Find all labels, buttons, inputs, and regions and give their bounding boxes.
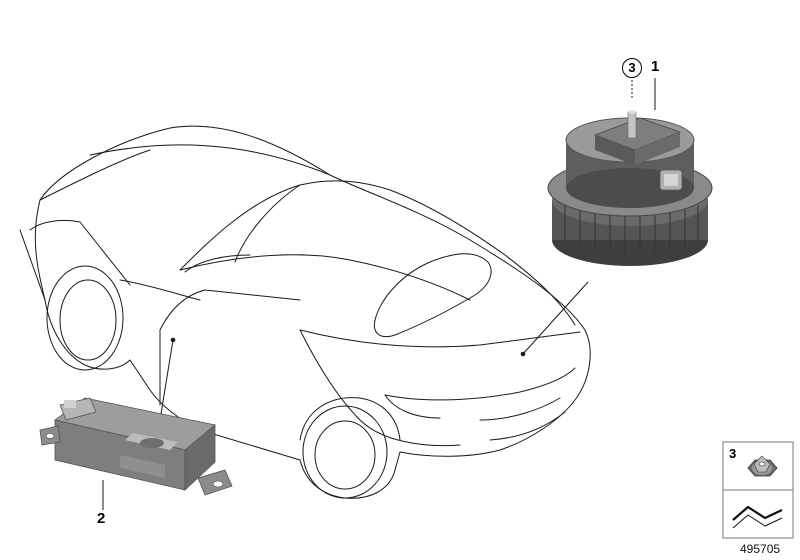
siren-unit-icon (547, 110, 713, 266)
hex-nut-icon (747, 455, 778, 477)
legend-panel (722, 441, 794, 539)
legend-item-3-label: 3 (729, 446, 737, 461)
sensor-module-icon (39, 397, 233, 496)
callout-part-2: 2 (97, 510, 106, 527)
callout-part-1: 1 (651, 58, 660, 75)
leader-lines (102, 78, 656, 510)
catalog-number: 495705 (740, 542, 781, 556)
callout-part-3-circled: 3 (622, 58, 642, 78)
car-outline-icon (19, 125, 591, 499)
ground-symbol-icon (732, 505, 783, 529)
